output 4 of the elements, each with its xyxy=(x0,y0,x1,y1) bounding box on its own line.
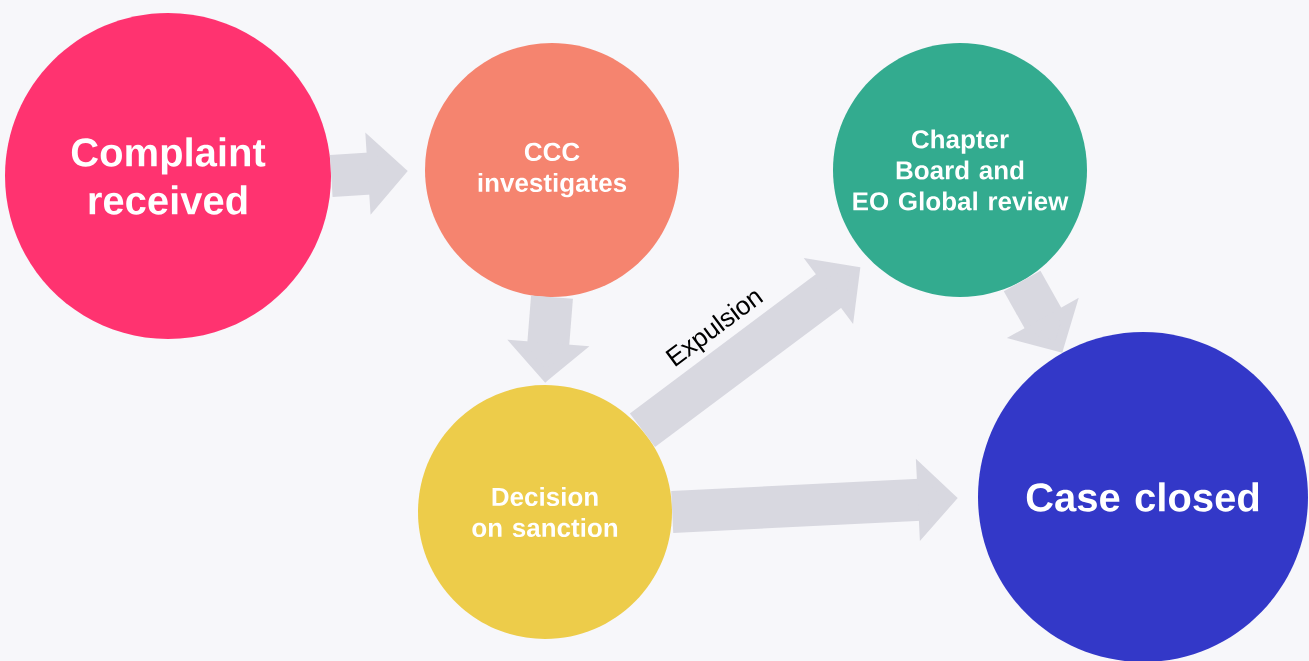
circle-node: Decision on sanction xyxy=(418,385,672,639)
circle-node: Complaint received xyxy=(5,13,331,339)
circle-node: Chapter Board and EO Global review xyxy=(833,43,1087,297)
circle-node: CCC investigates xyxy=(425,43,679,297)
